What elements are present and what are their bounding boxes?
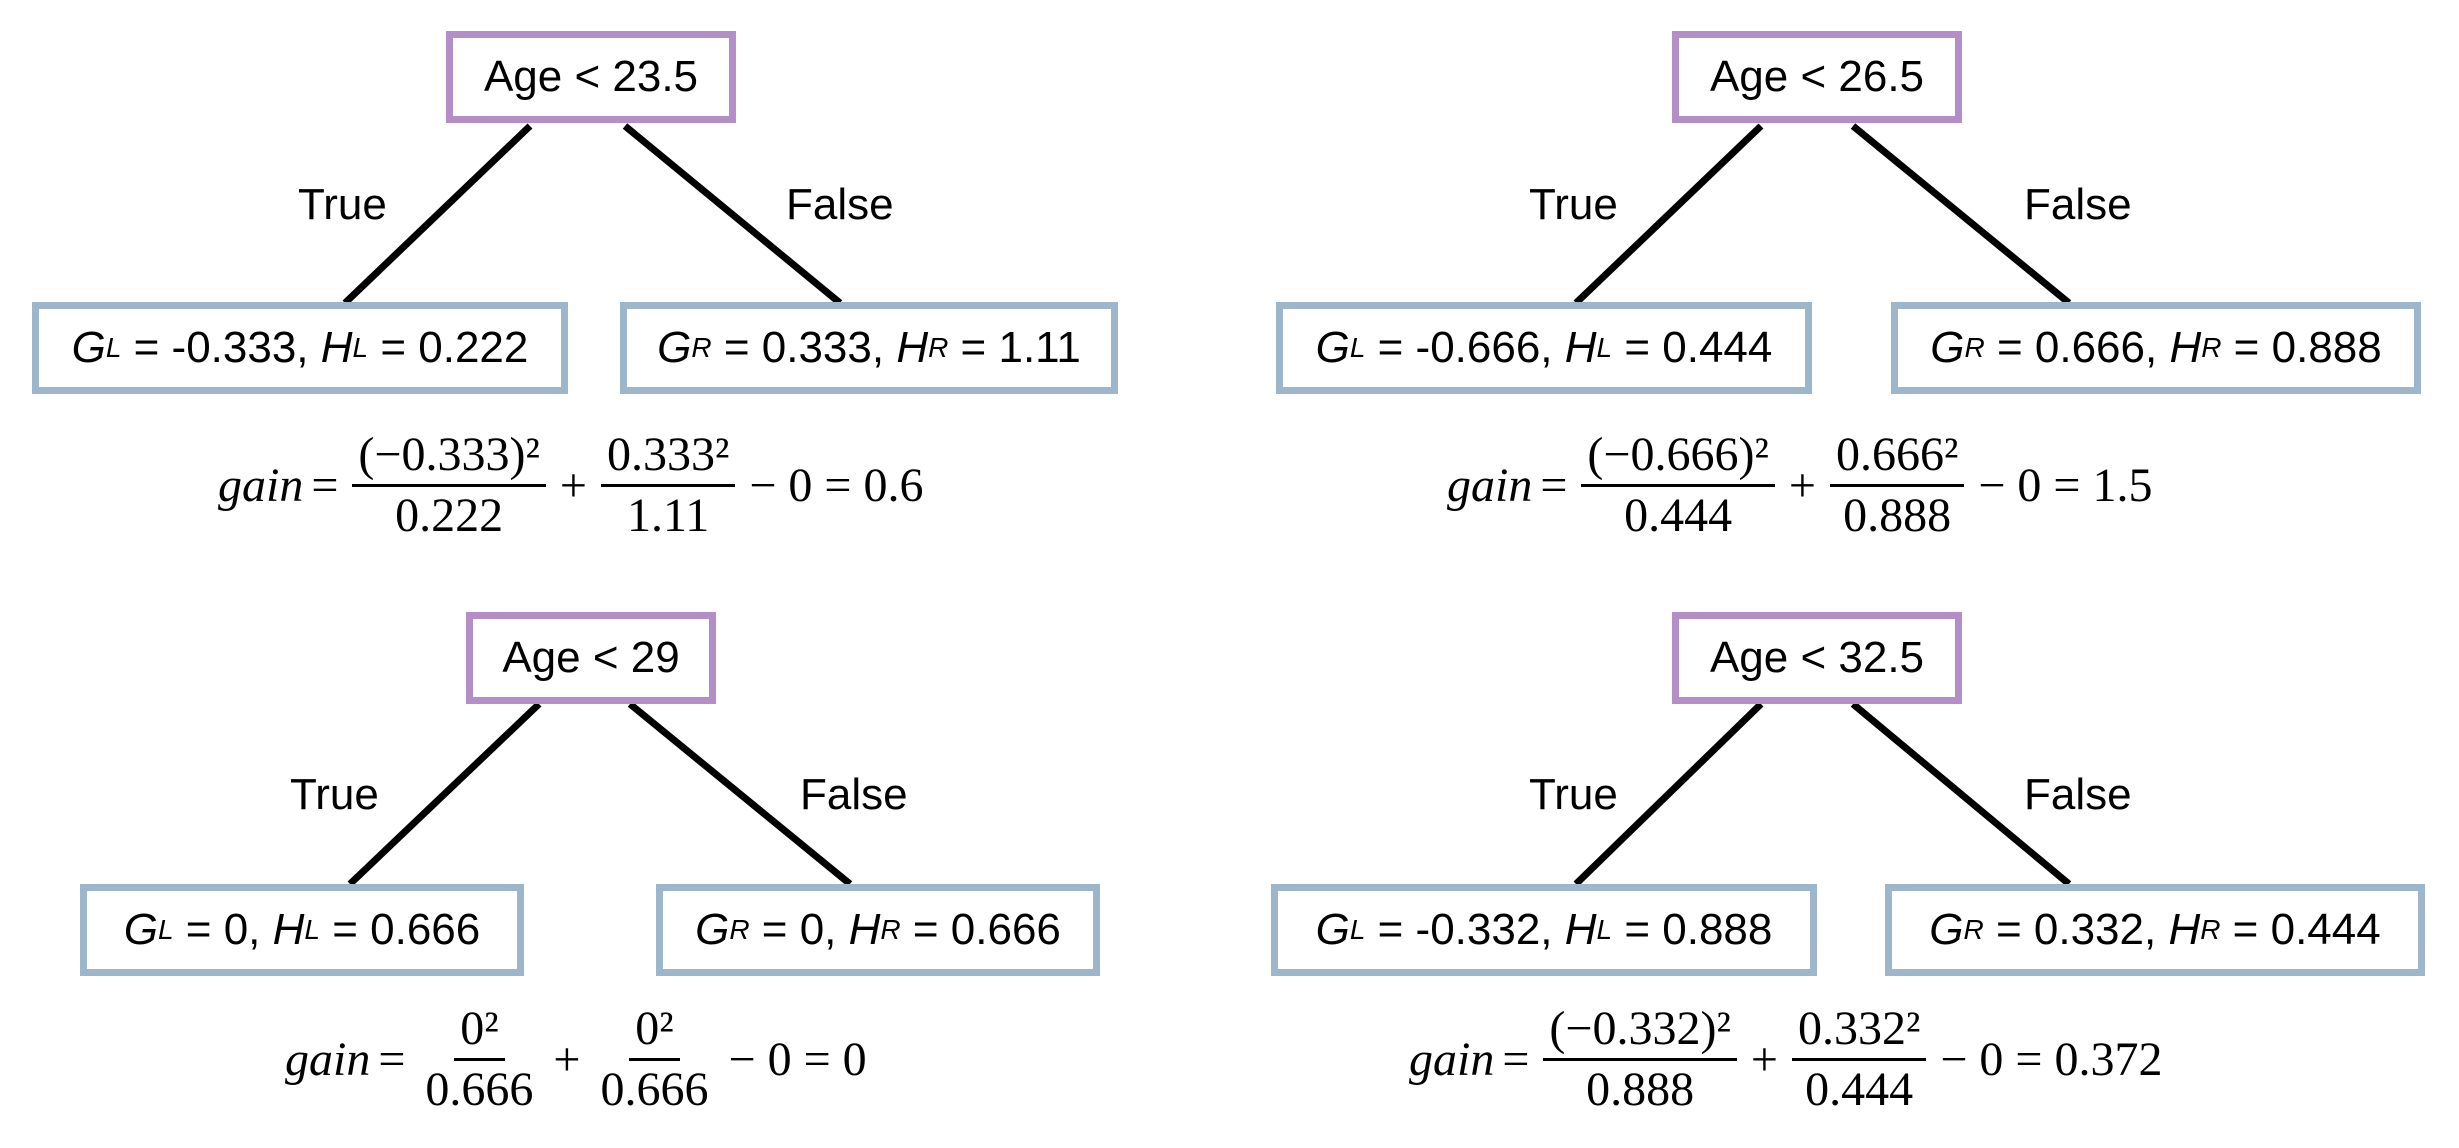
false-edge: [1850, 123, 2072, 306]
tree-edges: [342, 123, 843, 306]
split-node: Age < 29: [466, 612, 716, 704]
split-condition: Age < 23.5: [483, 52, 699, 101]
split-condition: Age < 32.5: [1709, 633, 1925, 682]
tree-edges: [1573, 701, 2072, 887]
split-node: Age < 23.5: [446, 31, 736, 123]
true-edge: [342, 123, 533, 306]
true-label: True: [298, 180, 387, 229]
split-node: Age < 26.5: [1672, 31, 1962, 123]
true-label: True: [1529, 180, 1618, 229]
true-edge: [1573, 701, 1764, 887]
false-label: False: [2024, 770, 2132, 819]
false-edge: [627, 701, 853, 887]
false-label: False: [786, 180, 894, 229]
true-label: True: [290, 770, 379, 819]
false-edge: [1850, 701, 2072, 887]
tree-edges: [347, 701, 853, 887]
true-label: True: [1529, 770, 1618, 819]
split-node: Age < 32.5: [1672, 612, 1962, 704]
false-label: False: [2024, 180, 2132, 229]
false-label: False: [800, 770, 908, 819]
tree-edges: [1573, 123, 2072, 306]
true-edge: [347, 701, 542, 887]
true-edge: [1573, 123, 1764, 306]
split-condition: Age < 29: [502, 633, 680, 682]
false-edge: [622, 123, 843, 306]
split-condition: Age < 26.5: [1709, 52, 1925, 101]
